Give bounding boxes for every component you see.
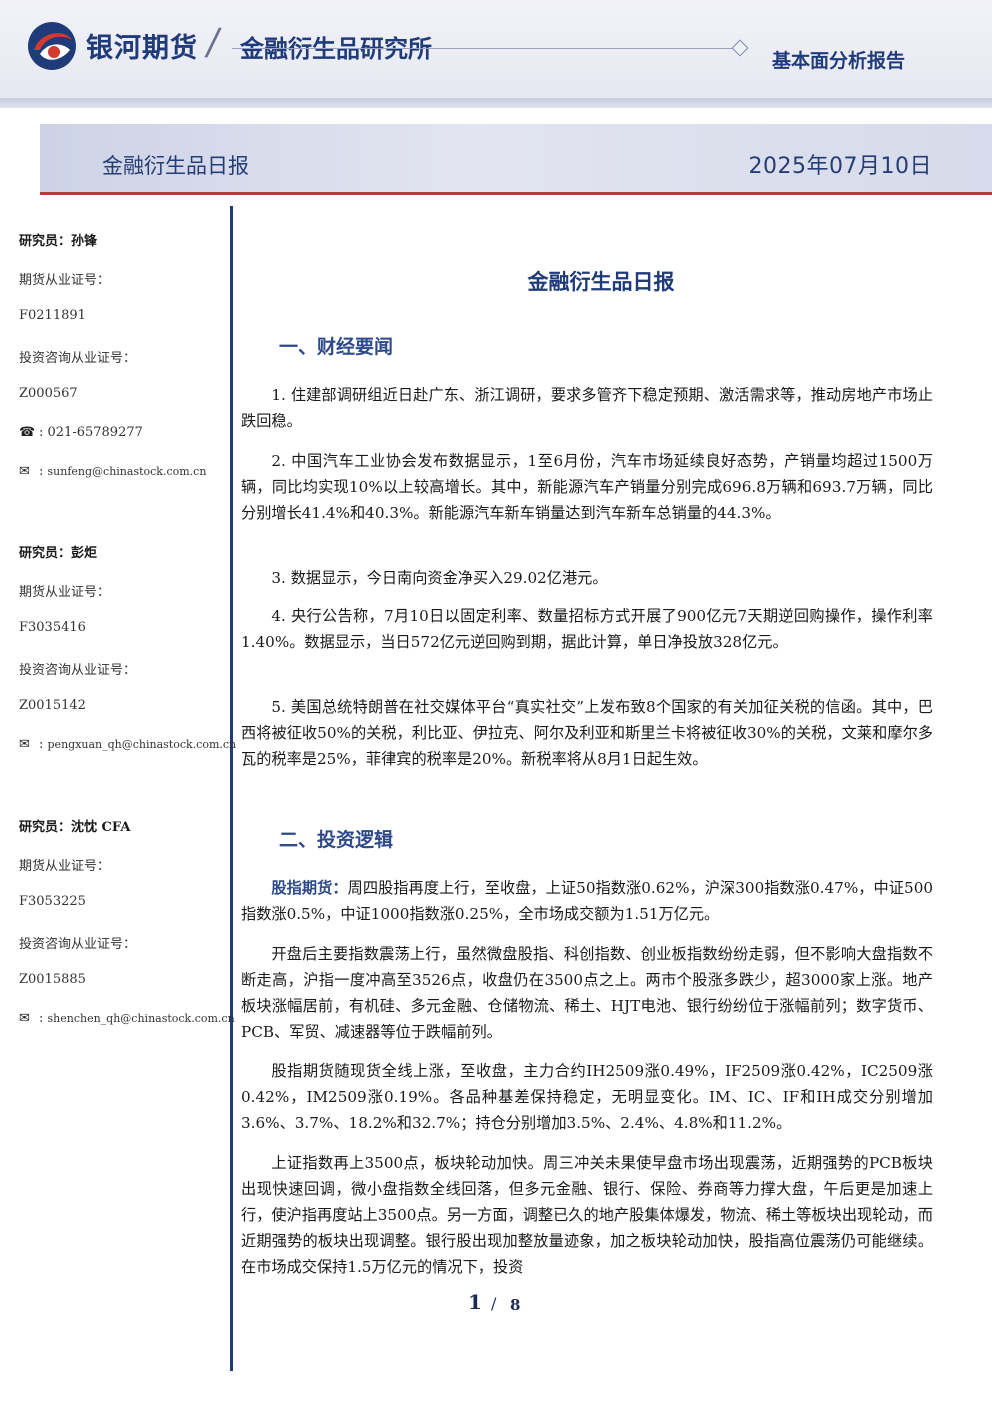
email-row: ✉: shenchen_qh@chinastock.com.cn: [19, 1011, 235, 1026]
logic-paragraph: 开盘后主要指数震荡上行，虽然微盘股指、科创指数、创业板指数纷纷走弱，但不影响大盘…: [241, 945, 933, 1041]
news-item: 2. 中国汽车工业协会发布数据显示，1至6月份，汽车市场延续良好态势，产销量均超…: [241, 452, 933, 522]
sidebar-divider: [230, 206, 233, 1371]
report-header: 银河期货 / 金融衍生品研究所 基本面分析报告: [0, 0, 992, 98]
license-number: F0211891: [19, 308, 86, 323]
email-link[interactable]: sunfeng@chinastock.com.cn: [47, 465, 207, 478]
section-heading-news: 一、财经要闻: [279, 336, 394, 358]
consult-number: Z0015142: [19, 698, 86, 713]
email-row: ✉: sunfeng@chinastock.com.cn: [19, 464, 207, 479]
logic-paragraph: 股指期货随现货全线上涨，至收盘，主力合约IH2509涨0.49%，IF2509涨…: [241, 1062, 933, 1132]
galaxy-futures-logo: [28, 22, 76, 70]
header-divider-line: [232, 48, 736, 49]
envelope-icon: ✉: [19, 737, 30, 752]
banner-title: 金融衍生品日报: [102, 154, 249, 178]
news-item: 3. 数据显示，今日南向资金净买入29.02亿港元。: [271, 569, 608, 587]
news-item: 4. 央行公告称，7月10日以固定利率、数量招标方式开展了900亿元7天期逆回购…: [241, 607, 933, 651]
brand-name: 银河期货: [86, 33, 198, 64]
logic-paragraph: 上证指数再上3500点，板块轮动加快。周三冲关未果使早盘市场出现震荡，近期强势的…: [241, 1154, 933, 1276]
researcher-sidebar: 研究员：孙锋 期货从业证号： F0211891 投资咨询从业证号： Z00056…: [19, 222, 236, 1041]
envelope-icon: ✉: [19, 464, 30, 479]
license-label: 期货从业证号：: [19, 273, 111, 288]
researcher-card: 研究员：孙锋 期货从业证号： F0211891 投资咨询从业证号： Z00056…: [19, 222, 224, 495]
section-heading-logic: 二、投资逻辑: [279, 829, 394, 851]
document-title: 金融衍生品日报: [527, 270, 675, 294]
news-item: 5. 美国总统特朗普在社交媒体平台“真实社交”上发布致8个国家的有关加征关税的信…: [241, 698, 933, 768]
envelope-icon: ✉: [19, 1011, 30, 1026]
consult-label: 投资咨询从业证号：: [19, 351, 137, 366]
email-link[interactable]: shenchen_qh@chinastock.com.cn: [47, 1012, 235, 1025]
phone-row: ☎: 021-65789277: [19, 425, 143, 440]
phone-icon: ☎: [19, 425, 36, 440]
institute-name: 金融衍生品研究所: [240, 35, 432, 63]
diamond-icon: [731, 39, 749, 57]
license-number: F3053225: [19, 894, 86, 909]
license-label: 期货从业证号：: [19, 859, 111, 874]
consult-label: 投资咨询从业证号：: [19, 663, 137, 678]
page-number: 1: [468, 1290, 482, 1314]
title-banner: 金融衍生品日报 2025年07月10日: [40, 124, 992, 195]
consult-label: 投资咨询从业证号：: [19, 937, 137, 952]
consult-number: Z0015885: [19, 972, 86, 987]
researcher-name: 研究员：沈忱 CFA: [19, 820, 131, 835]
consult-number: Z000567: [19, 386, 78, 401]
brand-slash: /: [203, 22, 223, 63]
license-label: 期货从业证号：: [19, 585, 111, 600]
researcher-card: 研究员：彭炬 期货从业证号： F3035416 投资咨询从业证号： Z00151…: [19, 495, 236, 768]
researcher-name: 研究员：孙锋: [19, 234, 98, 249]
email-row: ✉: pengxuan_qh@chinastock.com.cn: [19, 737, 237, 752]
news-item: 1. 住建部调研组近日赴广东、浙江调研，要求多管齐下稳定预期、激活需求等，推动房…: [241, 386, 933, 430]
logic-paragraph: 股指期货：周四股指再度上行，至收盘，上证50指数涨0.62%，沪深300指数涨0…: [241, 875, 933, 927]
header-band: [0, 98, 992, 108]
page-separator: /: [491, 1294, 497, 1313]
researcher-name: 研究员：彭炬: [19, 546, 98, 561]
researcher-card: 研究员：沈忱 CFA 期货从业证号： F3053225 投资咨询从业证号： Z0…: [19, 768, 235, 1041]
stock-index-futures-label: 股指期货：: [271, 879, 348, 897]
page-total: 8: [510, 1296, 521, 1314]
phone-number: 021-65789277: [47, 425, 143, 440]
report-date: 2025年07月10日: [748, 154, 932, 179]
email-link[interactable]: pengxuan_qh@chinastock.com.cn: [47, 738, 237, 751]
logic-lead-text: 周四股指再度上行，至收盘，上证50指数涨0.62%，沪深300指数涨0.47%，…: [241, 879, 934, 923]
license-number: F3035416: [19, 620, 86, 635]
report-type: 基本面分析报告: [772, 50, 906, 72]
